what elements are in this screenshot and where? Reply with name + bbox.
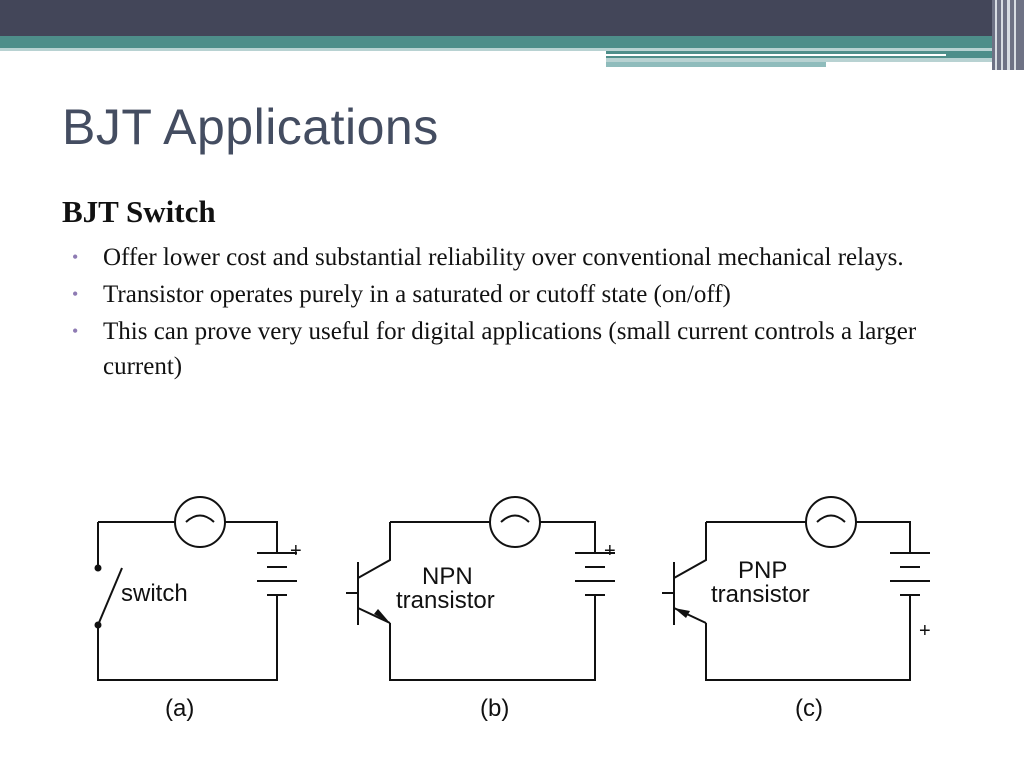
circuit-c — [662, 496, 930, 681]
bullet-text: Offer lower cost and substantial reliabi… — [103, 244, 904, 271]
switch-blade — [97, 567, 123, 626]
caption-c: (c) — [795, 695, 823, 722]
header-decoration — [0, 0, 1024, 70]
transistor-label: transistor — [396, 587, 495, 614]
plus-sign: + — [604, 540, 616, 562]
npn-label: NPN — [422, 563, 473, 590]
slide-title: BJT Applications — [62, 99, 439, 155]
bullet-list: • Offer lower cost and substantial reliab… — [72, 240, 932, 386]
lamp-filament — [185, 514, 215, 523]
bullet-item: • Offer lower cost and substantial reliab… — [72, 240, 932, 275]
switch-contact — [94, 621, 102, 629]
lamp-filament — [500, 514, 530, 523]
plus-sign: + — [290, 540, 302, 562]
circuit-diagrams: + switch (a) + NPN transistor (b) + PNP … — [94, 496, 931, 722]
npn-transistor-icon — [346, 522, 391, 625]
pnp-label: PNP — [738, 557, 787, 584]
lamp-icon — [489, 496, 541, 548]
pnp-transistor-icon — [662, 522, 707, 625]
bullet-item: • Transistor operates purely in a saturat… — [72, 277, 932, 312]
bullet-marker: • — [72, 284, 79, 304]
switch-contact — [94, 564, 102, 572]
caption-a: (a) — [165, 695, 194, 722]
switch-label: switch — [121, 580, 188, 607]
emitter-arrow-icon — [674, 608, 690, 618]
bullet-marker: • — [72, 321, 79, 341]
transistor-label: transistor — [711, 581, 810, 608]
slide-subtitle: BJT Switch — [62, 194, 216, 229]
bullet-text: Transistor operates purely in a saturate… — [103, 281, 731, 308]
lamp-icon — [174, 496, 226, 548]
battery-icon — [890, 552, 930, 596]
bullet-item: • This can prove very useful for digital … — [72, 314, 932, 384]
lamp-icon — [805, 496, 857, 548]
plus-sign: + — [919, 620, 931, 642]
battery-icon — [575, 552, 615, 596]
emitter-arrow-icon — [374, 609, 390, 623]
circuit-a — [97, 496, 297, 681]
bullet-text: This can prove very useful for digital a… — [103, 318, 917, 380]
bullet-marker: • — [72, 247, 79, 267]
caption-b: (b) — [480, 695, 509, 722]
lamp-filament — [816, 514, 846, 523]
circuit-b — [346, 496, 615, 681]
